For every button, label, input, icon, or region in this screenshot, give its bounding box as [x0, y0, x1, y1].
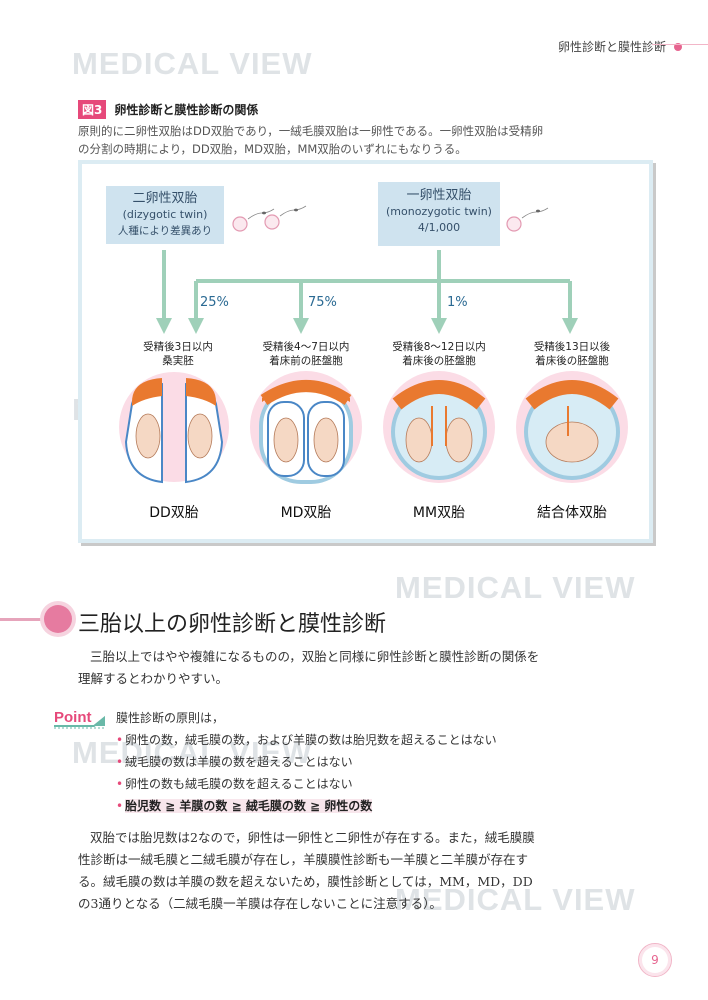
point-item-text: 胎児数 ≧ 羊膜の数 ≧ 絨毛膜の数 ≧ 卵性の数	[125, 799, 373, 813]
percentage-label: 1%	[447, 295, 468, 310]
twin-diagram	[119, 205, 628, 484]
point-item: 卵性の数も絨毛膜の数を超えることはない	[116, 773, 497, 795]
twin-type-label: MD双胎	[280, 505, 332, 521]
mm-twin-illustration	[383, 371, 495, 483]
stage-line1: 受精後13日以後	[533, 341, 611, 353]
header-rule	[652, 44, 708, 45]
closing-paragraph: 双胎では胎児数は2なので，卵性は一卵性と二卵性が存在する。また，絨毛膜膜性診断は…	[78, 830, 535, 911]
stage-line2: 着床前の胚盤胞	[269, 355, 343, 367]
twin-type-label: DD双胎	[149, 505, 199, 521]
figure-canvas: 二卵性双胎 (dizygotic twin) 人種により差異あり 一卵性双胎 (…	[82, 164, 649, 539]
point-item: 絨毛膜の数は羊膜の数を超えることはない	[116, 751, 497, 773]
dizygotic-note: 人種により差異あり	[117, 225, 213, 237]
figure-label: 図3 卵性診断と膜性診断の関係	[78, 100, 258, 119]
page-number: 9	[638, 943, 672, 977]
watermark: MEDICAL VIEW	[395, 882, 636, 917]
point-list: 膜性診断の原則は， 卵性の数，絨毛膜の数，および羊膜の数は胎児数を超えることはな…	[116, 707, 497, 817]
figure-badge: 図3	[78, 100, 107, 119]
watermark: MEDICAL VIEW	[72, 46, 313, 81]
section-title: 三胎以上の卵性診断と膜性診断	[78, 612, 387, 637]
stage-label: 受精後8〜12日以内 着床後の胚盤胞	[374, 340, 504, 368]
point-item-text: 卵性の数も絨毛膜の数を超えることはない	[125, 777, 353, 791]
conjoined-twin-illustration	[516, 371, 628, 483]
stage-label: 受精後4〜7日以内 着床前の胚盤胞	[241, 340, 371, 368]
egg-sperm-icon	[232, 205, 307, 232]
stage-label: 受精後13日以後 着床後の胚盤胞	[507, 340, 637, 368]
dizygotic-box: 二卵性双胎 (dizygotic twin) 人種により差異あり	[106, 186, 224, 244]
stage-line2: 着床後の胚盤胞	[402, 355, 476, 367]
figure-title: 卵性診断と膜性診断の関係	[114, 103, 259, 117]
stage-line1: 受精後4〜7日以内	[262, 341, 350, 353]
dd-twin-illustration	[119, 372, 229, 484]
stage-line1: 受精後8〜12日以内	[392, 341, 486, 353]
stage-label: 受精後3日以内 桑実胚	[113, 340, 243, 368]
percentage-label: 25%	[200, 295, 229, 310]
md-twin-illustration	[250, 371, 362, 484]
point-lead: 膜性診断の原則は，	[116, 711, 225, 725]
section-bullet-icon	[44, 605, 72, 633]
figure-caption: 原則的に二卵性双胎はDD双胎であり，一絨毛膜双胎は一卵性である。一卵性双胎は受精…	[78, 124, 544, 156]
dizygotic-title: 二卵性双胎	[132, 191, 198, 206]
point-item: 胎児数 ≧ 羊膜の数 ≧ 絨毛膜の数 ≧ 卵性の数	[116, 795, 497, 817]
point-item: 卵性の数，絨毛膜の数，および羊膜の数は胎児数を超えることはない	[116, 729, 497, 751]
dizygotic-english: (dizygotic twin)	[122, 208, 208, 221]
point-item-text: 絨毛膜の数は羊膜の数を超えることはない	[125, 755, 353, 769]
point-icon-text: Point	[54, 709, 92, 726]
twin-type-label: 結合体双胎	[537, 505, 607, 521]
point-item-text: 卵性の数，絨毛膜の数，および羊膜の数は胎児数を超えることはない	[125, 733, 497, 747]
section-rule	[0, 618, 48, 621]
running-title: 卵性診断と膜性診断	[557, 40, 666, 54]
twin-type-label: MM双胎	[412, 505, 466, 521]
branch-arrows	[156, 250, 578, 334]
stage-line1: 受精後3日以内	[143, 341, 213, 353]
percentage-label: 75%	[308, 295, 337, 310]
section-intro: 三胎以上ではやや複雑になるものの，双胎と同様に卵性診断と膜性診断の関係を理解する…	[78, 649, 540, 686]
header-dot-icon	[674, 42, 682, 51]
egg-sperm-icon	[506, 207, 549, 232]
monozygotic-ratio: 4/1,000	[417, 221, 461, 234]
stage-line2: 着床後の胚盤胞	[535, 355, 609, 367]
watermark: MEDICAL VIEW	[395, 570, 636, 605]
point-icon: Point	[54, 709, 105, 729]
monozygotic-title: 一卵性双胎	[406, 188, 472, 203]
stage-line2: 桑実胚	[162, 355, 194, 367]
figure-panel: 二卵性双胎 (dizygotic twin) 人種により差異あり 一卵性双胎 (…	[78, 160, 653, 543]
monozygotic-box: 一卵性双胎 (monozygotic twin) 4/1,000	[378, 182, 500, 246]
running-header: 卵性診断と膜性診断	[558, 38, 682, 55]
monozygotic-english: (monozygotic twin)	[386, 205, 492, 218]
